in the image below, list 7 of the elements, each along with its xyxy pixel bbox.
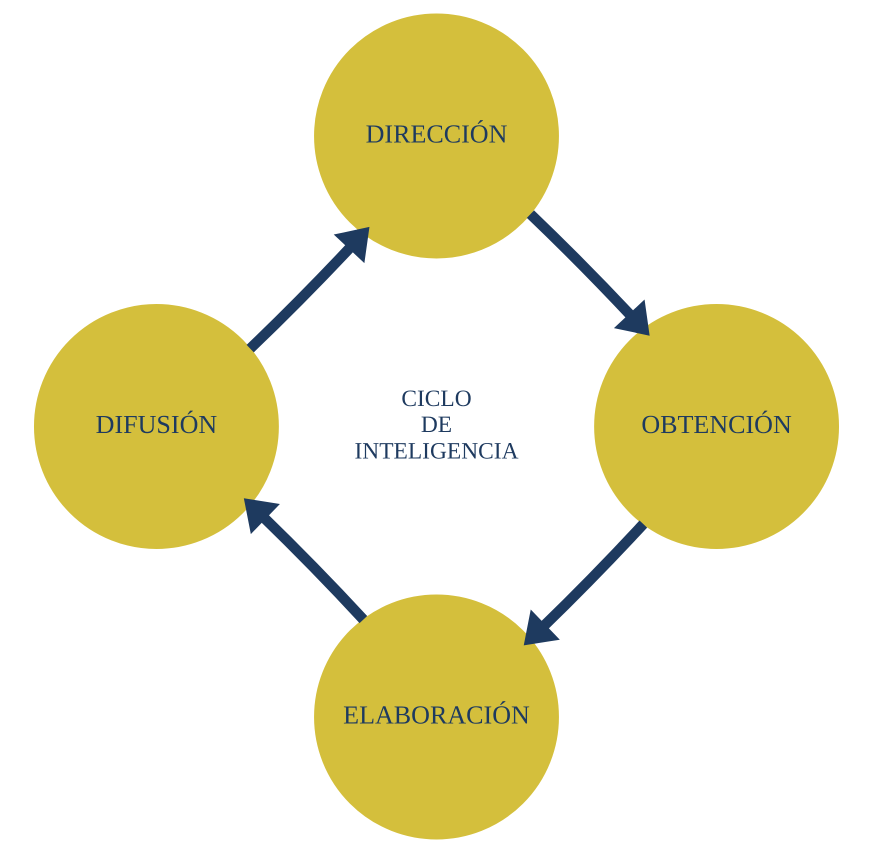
node-circle: DIRECCIÓN [314, 13, 558, 258]
label: CICLO DE INTELIGENCIA [354, 386, 518, 464]
arrow [246, 226, 369, 352]
node-circle: OBTENCIÓN [594, 304, 839, 548]
arrow [526, 210, 650, 336]
arrow [243, 498, 367, 623]
arrow [523, 520, 647, 645]
